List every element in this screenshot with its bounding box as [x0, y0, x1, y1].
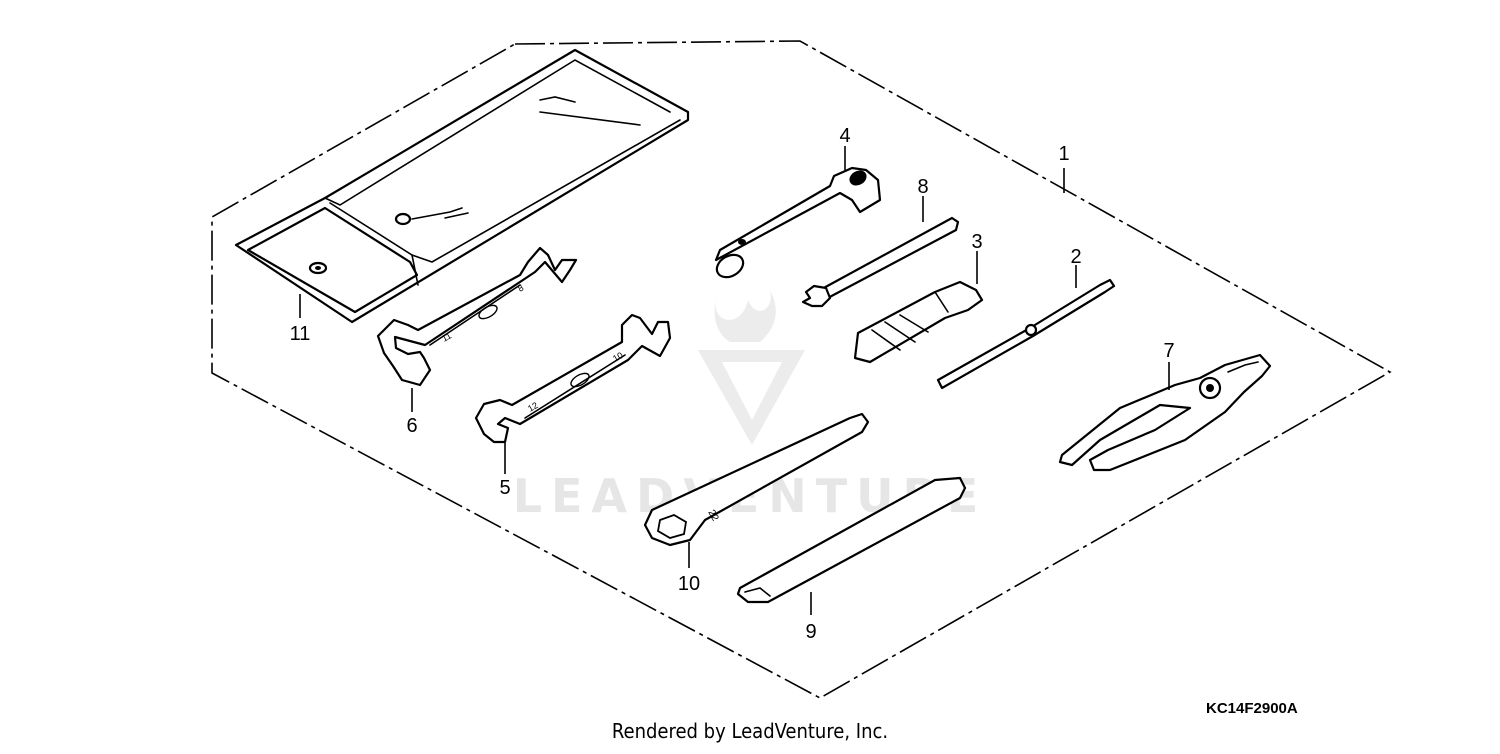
callout-2: 2 [1070, 246, 1081, 268]
callout-10: 10 [678, 573, 700, 595]
screwdriver-handle-3 [853, 280, 984, 364]
tool-bag [234, 48, 690, 324]
callout-6: 6 [406, 415, 417, 437]
wrench-5: 12 10 [474, 313, 672, 444]
svg-text:8: 8 [516, 283, 525, 294]
screwdriver-bit-2 [936, 278, 1116, 390]
callout-11: 11 [290, 323, 311, 345]
bar-8 [801, 216, 960, 308]
pliers-7 [1058, 353, 1272, 472]
svg-text:10: 10 [611, 350, 625, 364]
svg-text:22: 22 [705, 508, 720, 524]
callout-9: 9 [805, 621, 816, 643]
footer-credit: Rendered by LeadVenture, Inc. [612, 719, 888, 743]
callout-1: 1 [1058, 143, 1069, 165]
svg-text:11: 11 [440, 330, 453, 343]
watermark-v-icon [698, 350, 805, 445]
callout-4: 4 [839, 125, 850, 147]
callout-8: 8 [917, 176, 928, 198]
callouts: 1 2 3 4 5 6 7 8 9 10 11 [290, 125, 1175, 643]
leader-lines [299, 146, 1170, 615]
box-wrench-10: 22 [643, 412, 870, 547]
callout-3: 3 [971, 231, 982, 253]
sleeve-9 [736, 476, 967, 604]
callout-5: 5 [499, 477, 510, 499]
socket-wrench-4 [714, 166, 882, 279]
wrench-6: 11 8 [376, 246, 578, 387]
assembly-boundary [211, 40, 1392, 699]
svg-text:12: 12 [526, 400, 540, 414]
diagram-code: KC14F2900A [1206, 700, 1298, 717]
callout-7: 7 [1163, 340, 1174, 362]
watermark-flame-icon [714, 285, 776, 342]
